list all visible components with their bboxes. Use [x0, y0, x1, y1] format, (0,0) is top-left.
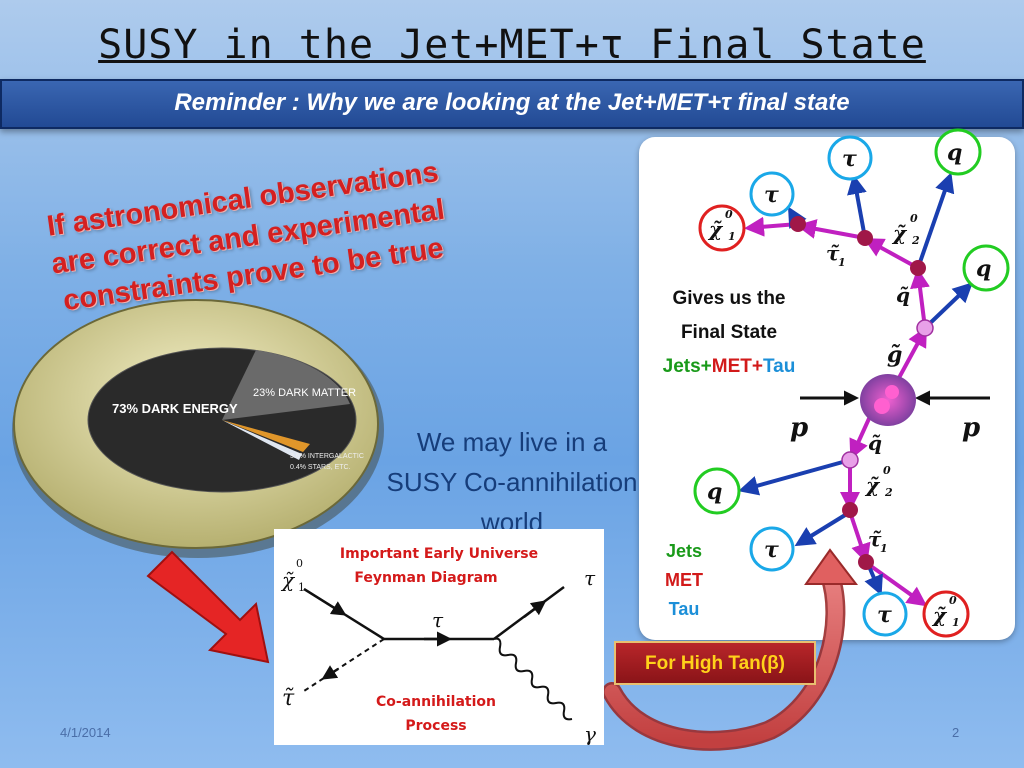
high-tan-beta-text: For High Tan(β): [645, 653, 785, 674]
process-label-line-1: Co-annihilation: [376, 694, 496, 710]
subtitle-banner: Reminder : Why we are looking at the Jet…: [0, 79, 1024, 129]
stau-label: τ̃: [282, 686, 295, 711]
photon-label: γ: [584, 722, 596, 745]
universe-composition-pie: 73% DARK ENERGY 23% DARK MATTER 3.6% INT…: [12, 299, 384, 558]
slide-number: 2: [952, 725, 960, 740]
final-state-legend: Jets MET Tau: [646, 537, 722, 624]
stars-slice: [222, 420, 302, 460]
tau-propagator-label: τ: [432, 608, 444, 632]
may-live-line-1: We may live in a: [416, 427, 608, 457]
intergalactic-slice: [222, 420, 310, 452]
slide-title: SUSY in the Jet+MET+τ Final State: [98, 22, 926, 68]
gives-line-1: Gives us the: [672, 288, 786, 309]
process-label-line-2: Process: [405, 718, 466, 734]
legend-jets: Jets: [665, 541, 703, 561]
photon-line: [493, 637, 573, 721]
feynman-diagram-panel: Important Early Universe Feynman Diagram…: [274, 529, 604, 746]
intergalactic-label: 3.6% INTERGALACTIC: [290, 453, 364, 460]
stars-label: 0.4% STARS, ETC.: [290, 464, 351, 471]
high-tan-beta-badge: For High Tan(β): [614, 641, 816, 685]
co-annihilation-statement: We may live in a SUSY Co-annihilation wo…: [362, 422, 662, 542]
feynman-title-line-1: Important Early Universe: [340, 546, 538, 562]
pointer-arrow: [146, 550, 270, 664]
met-text: MET+: [711, 356, 763, 377]
tau-outgoing-label: τ: [584, 566, 596, 590]
final-state-label: Gives us the Final State Jets+MET+Tau: [648, 282, 810, 384]
legend-met: MET: [665, 570, 703, 590]
dark-matter-label: 23% DARK MATTER: [253, 387, 356, 399]
neutralino-label: χ̃: [280, 568, 296, 592]
jets-text: Jets+: [662, 356, 712, 377]
subtitle-text: Reminder : Why we are looking at the Jet…: [174, 89, 850, 116]
feynman-title-line-2: Feynman Diagram: [354, 570, 497, 586]
svg-text:0: 0: [296, 557, 303, 570]
dark-energy-label: 73% DARK ENERGY: [112, 401, 238, 416]
legend-tau: Tau: [668, 599, 700, 619]
final-state-particles: Jets+MET+Tau: [648, 350, 810, 384]
gives-line-2: Final State: [680, 322, 778, 343]
dark-matter-slice: [222, 350, 350, 420]
feynman-diagram: Important Early Universe Feynman Diagram…: [280, 546, 596, 746]
stau-incoming-line: [303, 638, 385, 692]
tau-text: Tau: [762, 356, 796, 377]
slide-date: 4/1/2014: [60, 725, 111, 740]
may-live-line-2: SUSY Co-annihilation: [386, 467, 638, 497]
svg-text:1: 1: [298, 581, 305, 594]
